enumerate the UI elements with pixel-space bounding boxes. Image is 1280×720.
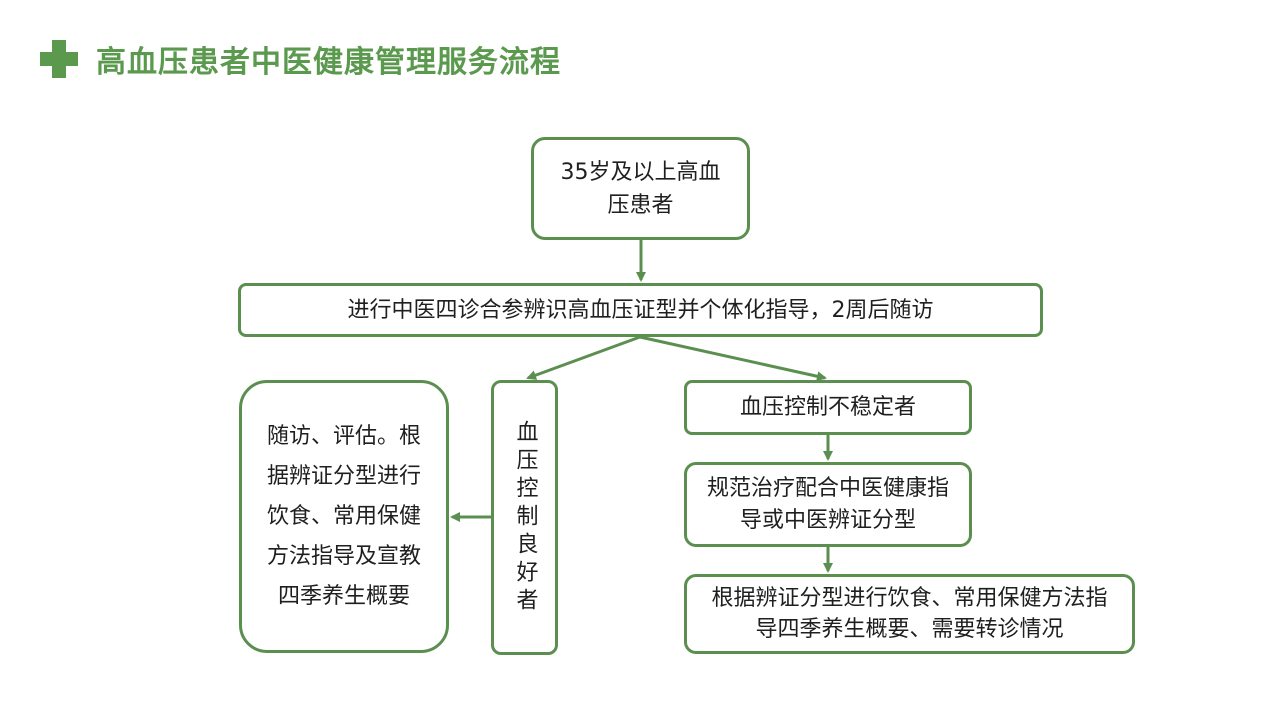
arrow-diagnosis-to-unstable (639, 335, 827, 382)
node-controlled-action: 随访、评估。根据辨证分型进行饮食、常用保健方法指导及宣教四季养生概要 (239, 380, 449, 653)
node-unstable-step2-label: 根据辨证分型进行饮食、常用保健方法指导四季养生概要、需要转诊情况 (711, 586, 1108, 642)
node-unstable-step1: 规范治疗配合中医健康指导或中医辨证分型 (684, 462, 972, 547)
node-controlled: 血压控制良好者 (491, 380, 558, 655)
node-start: 35岁及以上高血压患者 (531, 137, 750, 240)
node-controlled-action-label: 随访、评估。根据辨证分型进行饮食、常用保健方法指导及宣教四季养生概要 (266, 423, 421, 609)
node-controlled-label: 血压控制良好者 (512, 419, 538, 616)
page-title: 高血压患者中医健康管理服务流程 (96, 45, 561, 80)
node-unstable-step2: 根据辨证分型进行饮食、常用保健方法指导四季养生概要、需要转诊情况 (684, 574, 1135, 654)
green-cross-icon (40, 40, 78, 78)
node-unstable-step1-label: 规范治疗配合中医健康指导或中医辨证分型 (706, 475, 949, 533)
node-unstable-label: 血压控制不稳定者 (739, 395, 916, 420)
node-start-label: 35岁及以上高血压患者 (560, 159, 721, 218)
title-bar: 高血压患者中医健康管理服务流程 (40, 36, 561, 82)
node-unstable: 血压控制不稳定者 (684, 380, 972, 435)
node-diagnosis-label: 进行中医四诊合参辨识高血压证型并个体化指导，2周后随访 (347, 297, 934, 323)
arrow-diagnosis-to-controlled (526, 335, 641, 380)
node-diagnosis: 进行中医四诊合参辨识高血压证型并个体化指导，2周后随访 (238, 283, 1043, 337)
